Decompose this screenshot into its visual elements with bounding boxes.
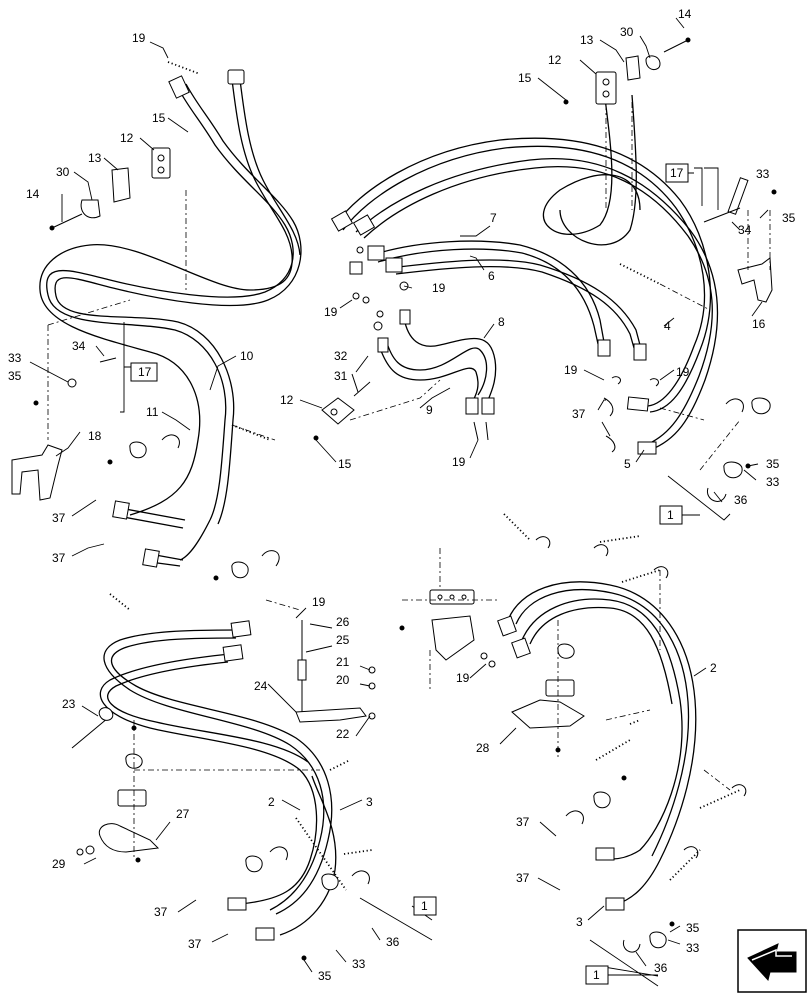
label-4: 4 [664, 319, 671, 333]
label-24: 24 [254, 679, 268, 693]
label-30: 30 [56, 165, 70, 179]
label-37: 37 [154, 905, 168, 919]
hose-assembly-top-right [299, 17, 777, 525]
label-35: 35 [686, 921, 700, 935]
label-7: 7 [490, 211, 497, 225]
label-37: 37 [516, 815, 530, 829]
label-34: 34 [72, 339, 86, 353]
label-13: 13 [580, 33, 594, 47]
label-11: 11 [146, 405, 159, 419]
label-19: 19 [132, 31, 146, 45]
label-12: 12 [548, 53, 562, 67]
hose-assembly-top-left [11, 41, 302, 581]
label-33: 33 [686, 941, 700, 955]
label-1-box: 1 [593, 968, 600, 982]
label-35: 35 [766, 457, 780, 471]
forward-arrow-icon[interactable] [737, 929, 807, 993]
label-19: 19 [676, 365, 690, 379]
label-30: 30 [620, 25, 634, 39]
label-1-box: 1 [421, 899, 428, 913]
label-19: 19 [432, 281, 446, 295]
label-15: 15 [518, 71, 532, 85]
label-34: 34 [738, 223, 752, 237]
label-14: 14 [26, 187, 40, 201]
label-37: 37 [572, 407, 586, 421]
label-13: 13 [88, 151, 102, 165]
label-33: 33 [8, 351, 22, 365]
hose-assembly-bottom-right [399, 513, 747, 987]
label-31: 31 [334, 369, 348, 383]
label-33: 33 [352, 957, 366, 971]
label-20: 20 [336, 673, 350, 687]
label-1-box: 1 [667, 508, 674, 522]
label-36: 36 [654, 961, 668, 975]
label-37: 37 [52, 511, 66, 525]
label-19: 19 [324, 305, 338, 319]
label-26: 26 [336, 615, 350, 629]
label-15: 15 [152, 111, 166, 125]
label-35: 35 [8, 369, 22, 383]
label-27: 27 [176, 807, 190, 821]
label-35: 35 [782, 211, 796, 225]
label-33: 33 [766, 475, 780, 489]
label-36: 36 [734, 493, 748, 507]
label-9: 9 [426, 403, 433, 417]
hose-assembly-bottom-left [71, 593, 437, 973]
label-12: 12 [120, 131, 134, 145]
label-25: 25 [336, 633, 350, 647]
label-5: 5 [624, 457, 631, 471]
label-16: 16 [752, 317, 766, 331]
label-28: 28 [476, 741, 490, 755]
label-17-box: 17 [670, 166, 684, 180]
label-6: 6 [488, 269, 495, 283]
label-14: 14 [678, 7, 692, 21]
label-22: 22 [336, 727, 350, 741]
label-29: 29 [52, 857, 66, 871]
label-10: 10 [240, 349, 254, 363]
label-3: 3 [576, 915, 583, 929]
label-37: 37 [516, 871, 530, 885]
label-35: 35 [318, 969, 332, 983]
label-18: 18 [88, 429, 102, 443]
label-37: 37 [188, 937, 202, 951]
label-21: 21 [336, 655, 350, 669]
label-19: 19 [564, 363, 578, 377]
label-17-box: 17 [138, 365, 152, 379]
label-12: 12 [280, 393, 294, 407]
label-23: 23 [62, 697, 76, 711]
label-8: 8 [498, 315, 505, 329]
callout-labels: 19 12 15 13 30 14 10 11 33 34 35 17 18 3… [8, 7, 796, 983]
label-19: 19 [452, 455, 466, 469]
label-37: 37 [52, 551, 66, 565]
label-19: 19 [312, 595, 326, 609]
label-2: 2 [710, 661, 717, 675]
label-36: 36 [386, 935, 400, 949]
label-15: 15 [338, 457, 352, 471]
label-32: 32 [334, 349, 348, 363]
label-33: 33 [756, 167, 770, 181]
label-3: 3 [366, 795, 373, 809]
label-2: 2 [268, 795, 275, 809]
label-19: 19 [456, 671, 470, 685]
